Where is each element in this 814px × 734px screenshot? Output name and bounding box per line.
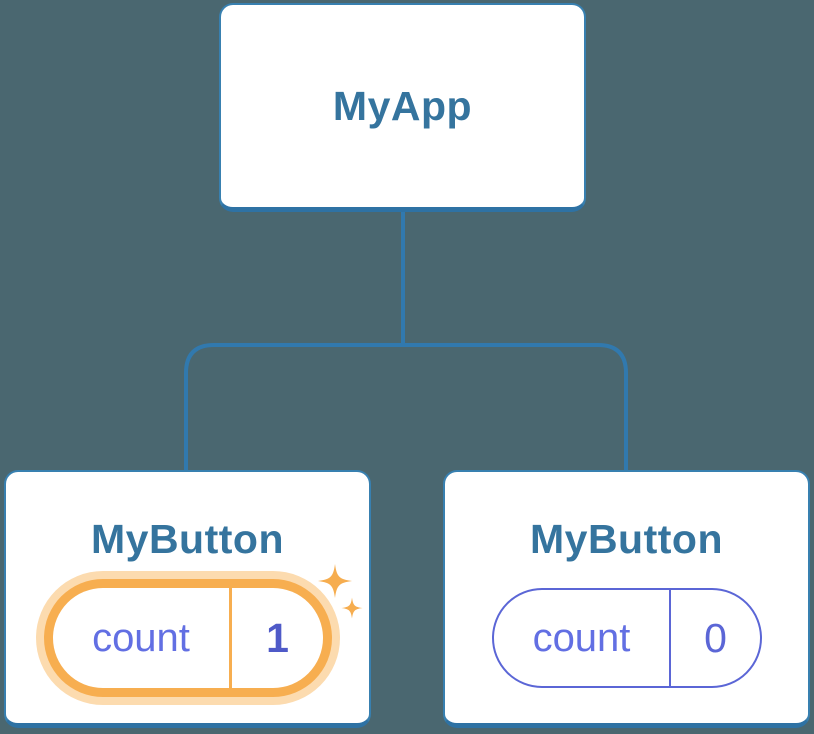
state-label: count (92, 615, 190, 660)
state-value: 1 (266, 614, 289, 661)
state-pill-highlighted: count 1 (53, 588, 323, 688)
state-label: count (532, 615, 631, 660)
node-title: MyApp (332, 82, 473, 129)
node-mybutton-unchanged: MyButton count 0 (443, 470, 810, 728)
node-mybutton-updated: MyButton count 1 (4, 470, 371, 728)
state-value: 0 (704, 614, 727, 661)
node-title: MyButton (90, 516, 284, 562)
node-myapp: MyApp (219, 3, 586, 212)
node-title: MyButton (529, 516, 723, 562)
sparkles-icon (318, 564, 363, 619)
state-pill-divider (669, 590, 671, 686)
state-pill: count 0 (492, 588, 762, 688)
state-pill-divider (229, 588, 232, 688)
